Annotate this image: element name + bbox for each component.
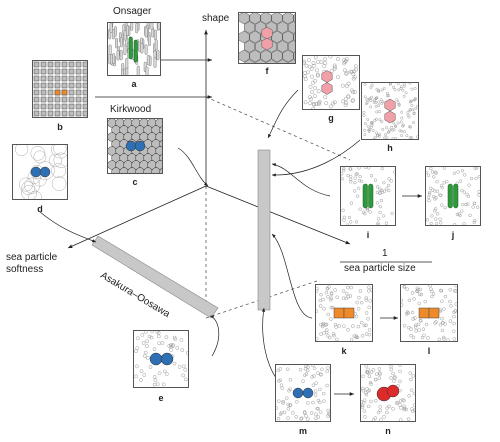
shape-axis-label: shape <box>202 13 230 24</box>
asakura-oosawa-bar <box>91 235 219 319</box>
panel-letter-f: f <box>265 66 269 76</box>
panel-letter-n: n <box>385 426 391 436</box>
panel-g-hexagons-sea <box>302 55 360 110</box>
panel-k-cubes-sea <box>315 284 373 342</box>
softness-axis-label-line1: sea particle <box>6 252 58 263</box>
panel-letter-l: l <box>427 346 431 356</box>
panel-f-hexagons <box>238 12 296 64</box>
panel-i-rods-sea <box>340 166 396 226</box>
panel-c-kirkwood-spheres <box>107 118 163 174</box>
panel-letter-c: c <box>132 177 138 187</box>
arrow-i-to-bar <box>271 163 331 197</box>
panel-letter-j: j <box>451 230 455 240</box>
dashed-edge-top <box>205 96 351 161</box>
panel-letter-i: i <box>366 230 370 240</box>
softness-axis <box>67 185 207 249</box>
arrow-k-to-bar <box>271 233 313 319</box>
size-axis-denominator: sea particle size <box>344 263 416 274</box>
panel-e-depletion <box>133 330 189 388</box>
kirkwood-title: Kirkwood <box>110 104 152 115</box>
panel-letter-a: a <box>131 79 137 89</box>
vertical-grey-bar <box>257 149 271 311</box>
panel-letter-k: k <box>341 346 347 356</box>
panel-n-spheres-sea <box>360 364 416 422</box>
panel-letter-d: d <box>37 204 43 214</box>
panel-d-soft-sea <box>12 144 68 200</box>
panel-a-onsager-rods <box>107 22 161 76</box>
panel-letter-b: b <box>57 122 63 132</box>
size-axis <box>205 185 351 245</box>
panel-letter-g: g <box>328 113 334 123</box>
panel-l-cubes-sea <box>400 284 458 342</box>
arrow-d-to-bar <box>39 211 97 243</box>
size-axis-numerator: 1 <box>382 248 388 259</box>
panel-letter-m: m <box>298 426 308 436</box>
arrow-g-to-bar <box>267 89 299 139</box>
panel-b-lattice <box>32 60 88 118</box>
onsager-title: Onsager <box>113 6 152 17</box>
panel-m-spheres-sea <box>275 364 331 422</box>
arrow-e-to-bar <box>209 315 220 357</box>
arrow-h-to-bar <box>271 139 361 177</box>
panel-letter-e: e <box>158 393 164 403</box>
panel-h-hexagons-fine-sea <box>361 82 419 140</box>
softness-axis-label-line2: softness <box>6 264 44 275</box>
arrow-c-to-axis <box>177 147 209 187</box>
panel-j-rods-sea <box>425 166 481 226</box>
panel-letter-h: h <box>387 143 393 153</box>
